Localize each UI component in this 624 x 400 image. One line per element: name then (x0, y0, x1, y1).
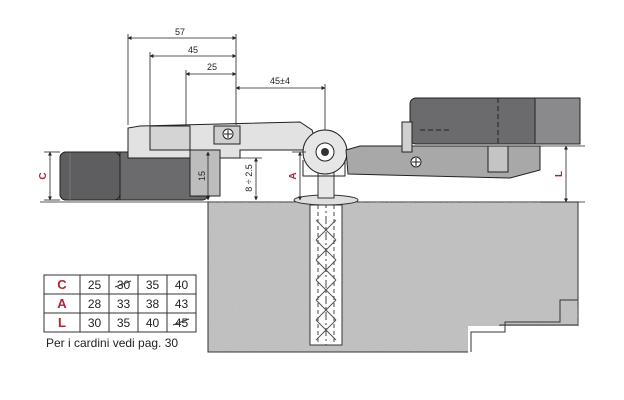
dim-57: 57 (175, 27, 185, 37)
dim-label-l: L (554, 171, 565, 177)
table-cell: 40 (175, 278, 189, 292)
dim-label-c: C (38, 172, 49, 179)
table-cell: 38 (146, 297, 160, 311)
table-cell: 40 (146, 316, 160, 330)
table-cell: 33 (117, 297, 131, 311)
wall-section (207, 201, 598, 366)
table-cell: 35 (146, 278, 160, 292)
table-cell: 45 (175, 316, 189, 330)
table-cell: 28 (88, 297, 102, 311)
dim-45: 45 (188, 45, 198, 55)
table-cell: 30 (88, 316, 102, 330)
dim-45-tolerance: 45±4 (270, 76, 290, 86)
dim-label-a: A (288, 172, 299, 179)
table-cell: 25 (88, 278, 102, 292)
door-panel (59, 151, 209, 201)
dimension-table: C 25 30 35 40 A 28 33 38 43 L 30 35 40 4… (43, 274, 197, 333)
table-cell: 35 (117, 316, 131, 330)
reference-note: Per i cardini vedi pag. 30 (46, 336, 178, 350)
table-cell: 30 (117, 278, 131, 292)
frame-panel (345, 97, 581, 179)
table-row-label-c: C (57, 277, 67, 292)
strike-mark (172, 318, 190, 326)
wall-anchor (293, 168, 359, 346)
hinge-pivot (302, 129, 348, 177)
dim-25: 25 (207, 62, 217, 72)
table-row-label-a: A (57, 296, 67, 311)
hinge-arm (127, 121, 319, 197)
strike-mark (114, 280, 132, 288)
table-row-label-l: L (58, 315, 66, 330)
dim-8-2-5: 8 ÷ 2.5 (244, 164, 254, 191)
dimension-lines (40, 34, 585, 203)
table-cell: 43 (175, 297, 189, 311)
dim-15: 15 (197, 171, 207, 181)
